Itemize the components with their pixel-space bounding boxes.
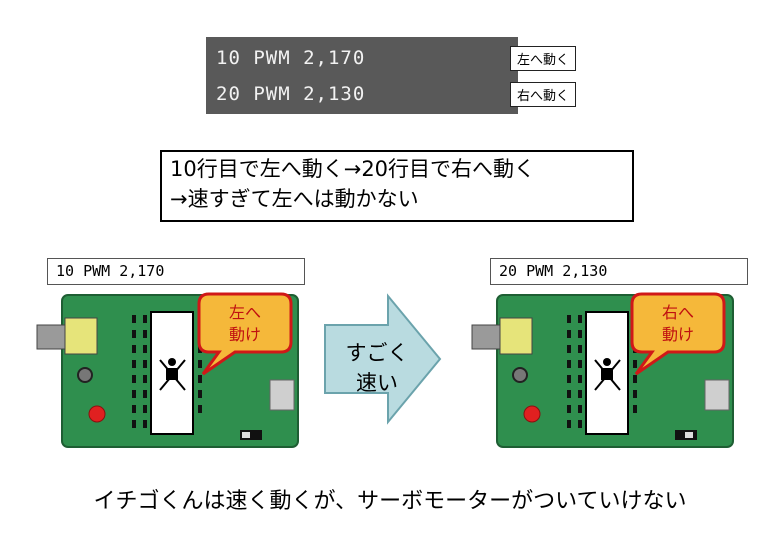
code-display: 10 PWM 2,170 20 PWM 2,130 [206,37,518,114]
code-line-1: 10 PWM 2,170 [216,47,366,69]
bottom-caption: イチゴくんは速く動くが、サーボモーターがついていけない [93,489,687,514]
explanation-note: 10行目で左へ動く→20行目で右へ動く →速すぎて左へは動かない [160,150,634,222]
right-bubble-text: 右へ 動け [661,303,694,344]
right-code-box: 20 PWM 2,130 [490,258,748,285]
tag-move-right: 右へ動く [510,82,577,107]
note-line-2: →速すぎて左へは動かない [170,187,419,211]
left-code-box: 10 PWM 2,170 [47,258,305,285]
left-speech-bubble [197,292,293,376]
fast-arrow [324,293,442,425]
right-speech-bubble [630,292,726,376]
code-line-2: 20 PWM 2,130 [216,83,366,105]
arrow-label: すごく 速い [345,341,409,395]
left-bubble-text: 左へ 動け [228,303,261,344]
tag-move-left: 左へ動く [510,46,577,71]
note-line-1: 10行目で左へ動く→20行目で右へ動く [170,157,536,181]
